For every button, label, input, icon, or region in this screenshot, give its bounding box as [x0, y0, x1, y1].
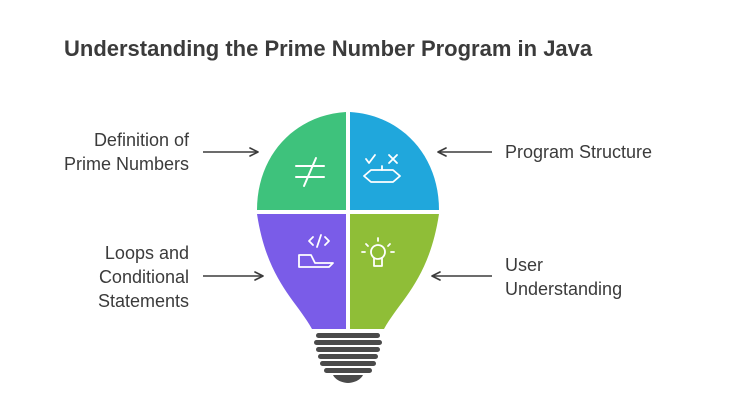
not-equal-icon: [295, 157, 325, 187]
label-line: Statements: [97, 291, 189, 311]
label-user-understanding: User Understanding: [505, 253, 622, 301]
code-laptop-icon: [298, 234, 334, 268]
page-title: Understanding the Prime Number Program i…: [64, 36, 593, 61]
decision-tree-icon: [363, 154, 401, 183]
quadrant-user: [350, 214, 439, 329]
label-program-structure: Program Structure: [505, 140, 652, 164]
label-line: User: [505, 255, 544, 275]
lightbulb-icon: [361, 237, 395, 267]
label-line: Prime Numbers: [63, 154, 189, 174]
label-line: Program Structure: [505, 142, 653, 162]
quadrant-loops: [257, 214, 346, 329]
bulb-base: [314, 333, 382, 383]
label-line: Understanding: [505, 279, 623, 299]
label-definition-of-prime-numbers: Definition of Prime Numbers: [64, 128, 189, 176]
label-line: Conditional: [98, 267, 189, 287]
label-loops-and-conditional-statements: Loops and Conditional Statements: [98, 241, 189, 313]
quadrant-definition: [257, 112, 346, 210]
label-line: Loops and: [104, 243, 189, 263]
label-line: Definition of: [93, 130, 189, 150]
